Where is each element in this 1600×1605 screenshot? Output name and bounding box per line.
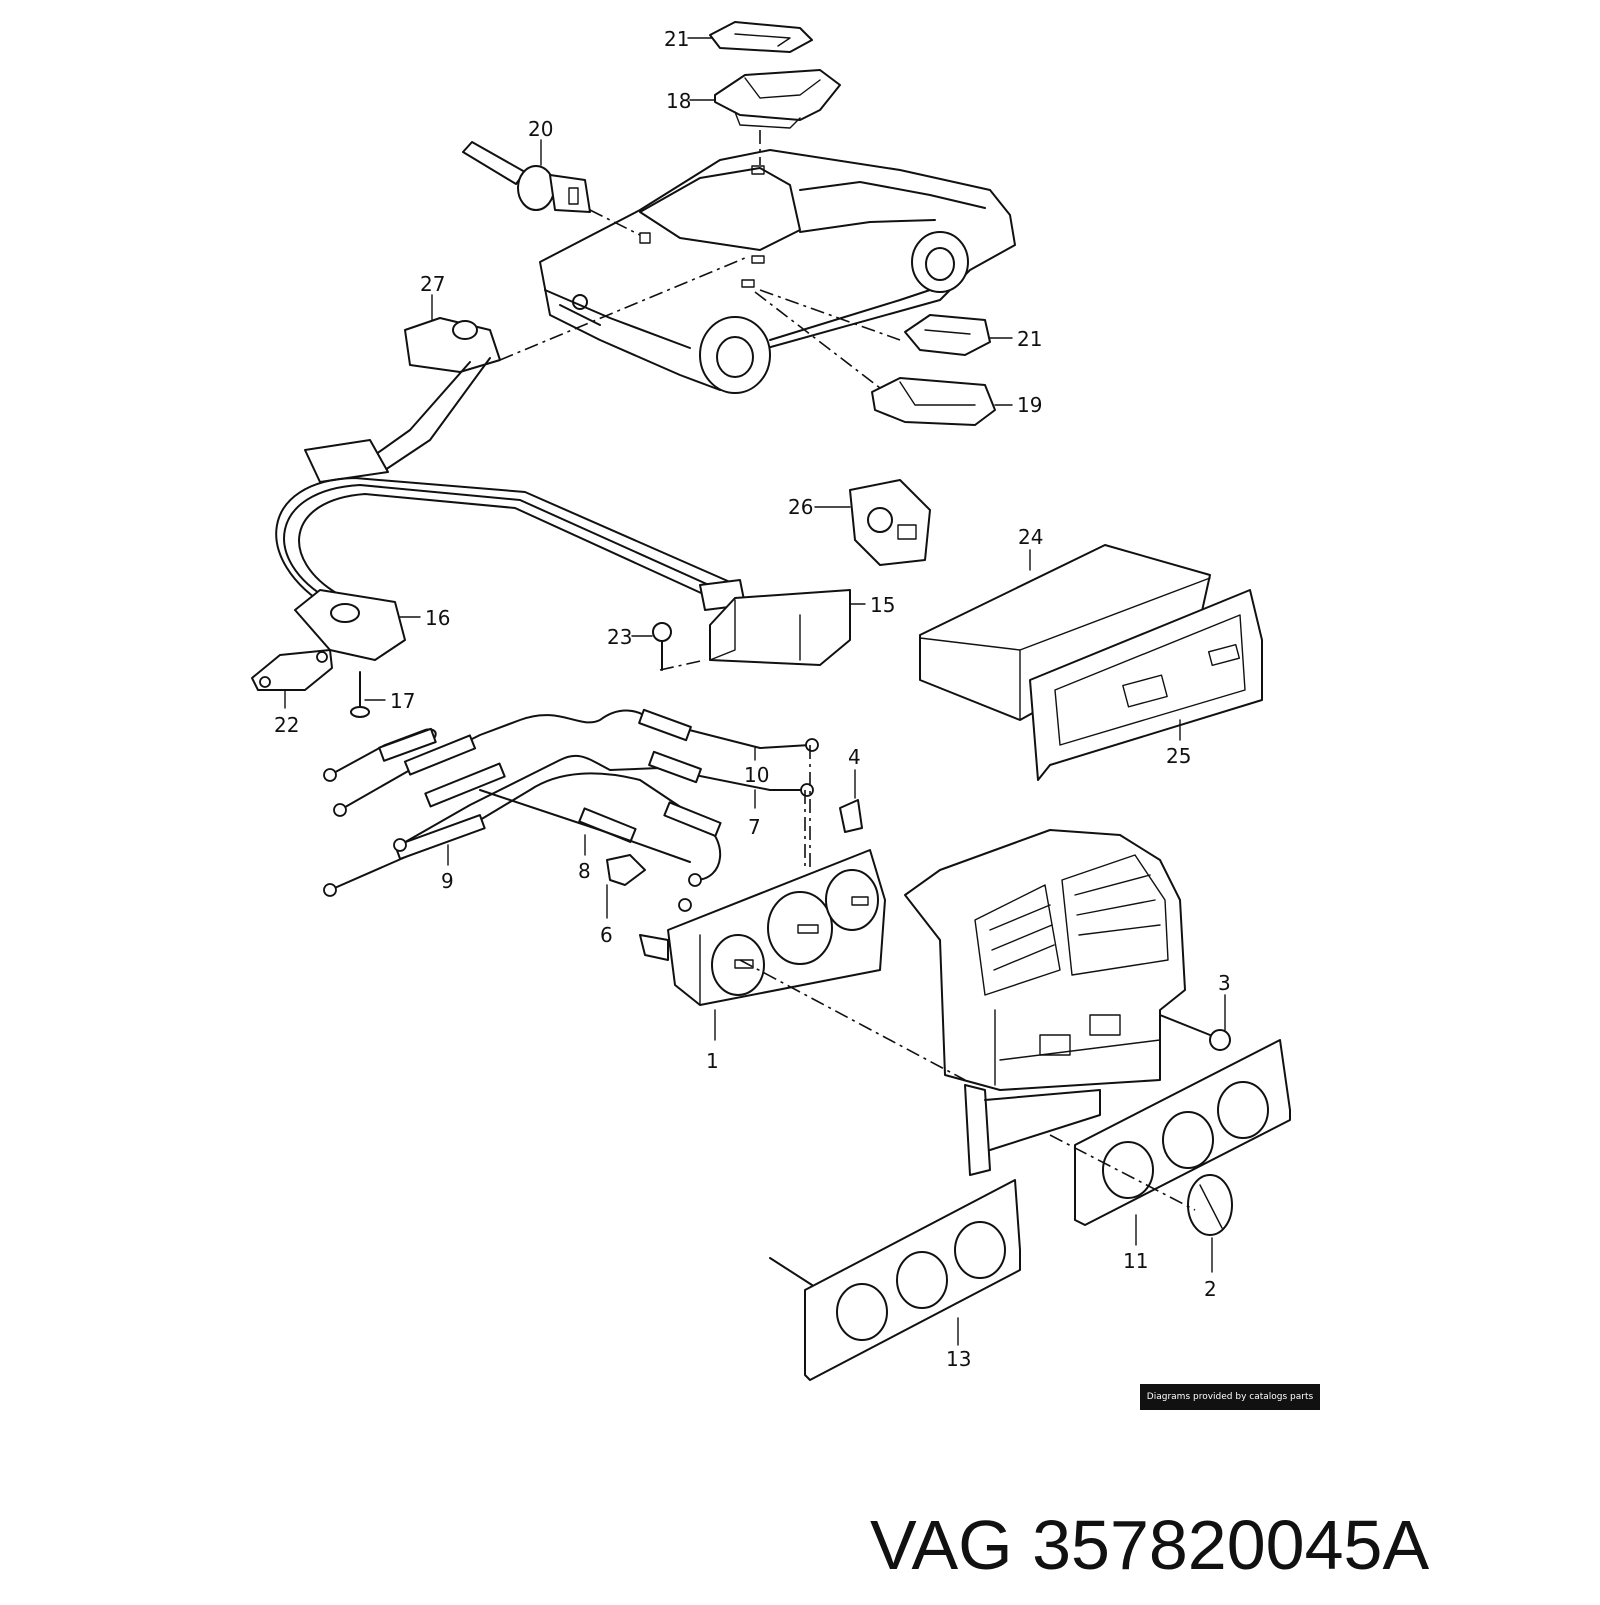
part-21-cover-top xyxy=(709,21,813,53)
callout-25: 25 xyxy=(1166,744,1191,768)
callout-13: 13 xyxy=(946,1347,971,1371)
part-23-screw xyxy=(652,622,672,671)
callout-18: 18 xyxy=(666,89,691,113)
callout-20: 20 xyxy=(528,117,553,141)
part-2-rotary-knob xyxy=(1187,1174,1233,1236)
dashboard-vent-housing xyxy=(904,829,1186,1176)
callout-19: 19 xyxy=(1017,393,1042,417)
callout-3: 3 xyxy=(1218,971,1231,995)
part-4-clip xyxy=(839,799,863,833)
part-26-blower-switch xyxy=(849,479,931,566)
callout-1: 1 xyxy=(706,1049,719,1073)
callout-4: 4 xyxy=(848,745,861,769)
assembly-lines xyxy=(499,130,1196,1211)
part-27-switch xyxy=(304,317,501,483)
callout-8: 8 xyxy=(578,859,591,883)
part-19-switch-module xyxy=(871,377,996,426)
part-number-title: VAG 357820045A xyxy=(870,1506,1430,1584)
callout-21-right: 21 xyxy=(1017,327,1042,351)
callout-9: 9 xyxy=(441,869,454,893)
callout-23: 23 xyxy=(607,625,632,649)
callout-27: 27 xyxy=(420,272,445,296)
part-15-control-unit xyxy=(709,589,851,666)
callout-24: 24 xyxy=(1018,525,1043,549)
callout-17: 17 xyxy=(390,689,415,713)
callout-11: 11 xyxy=(1123,1249,1148,1273)
part-16-actuator-harness xyxy=(251,477,746,718)
part-18-switch-module xyxy=(714,69,841,129)
part-3-screw xyxy=(1159,1014,1231,1051)
callout-10: 10 xyxy=(744,763,769,787)
part-13-control-bezel xyxy=(769,1179,1021,1381)
callout-26: 26 xyxy=(788,495,813,519)
callout-7: 7 xyxy=(748,815,761,839)
callout-16: 16 xyxy=(425,606,450,630)
callout-labels: 1 2 3 4 6 7 8 9 10 11 13 15 16 17 18 19 … xyxy=(274,27,1231,1371)
callout-21-top: 21 xyxy=(664,27,689,51)
part-25-trim-panel xyxy=(1029,589,1263,781)
control-cables xyxy=(323,708,819,912)
callout-6: 6 xyxy=(600,923,613,947)
part-21-cover-right xyxy=(904,314,991,356)
callout-2: 2 xyxy=(1204,1277,1217,1301)
part-20-sensor-plug xyxy=(462,141,591,213)
callout-22: 22 xyxy=(274,713,299,737)
callout-15: 15 xyxy=(870,593,895,617)
part-6-clip xyxy=(606,854,646,886)
diagram-credit-badge: Diagrams provided by catalogs parts xyxy=(1140,1384,1320,1410)
leader-lines xyxy=(284,37,1226,1346)
part-1-control-head xyxy=(639,849,886,1006)
part-11-control-bezel xyxy=(1074,1039,1291,1226)
car-illustration xyxy=(539,149,1016,394)
